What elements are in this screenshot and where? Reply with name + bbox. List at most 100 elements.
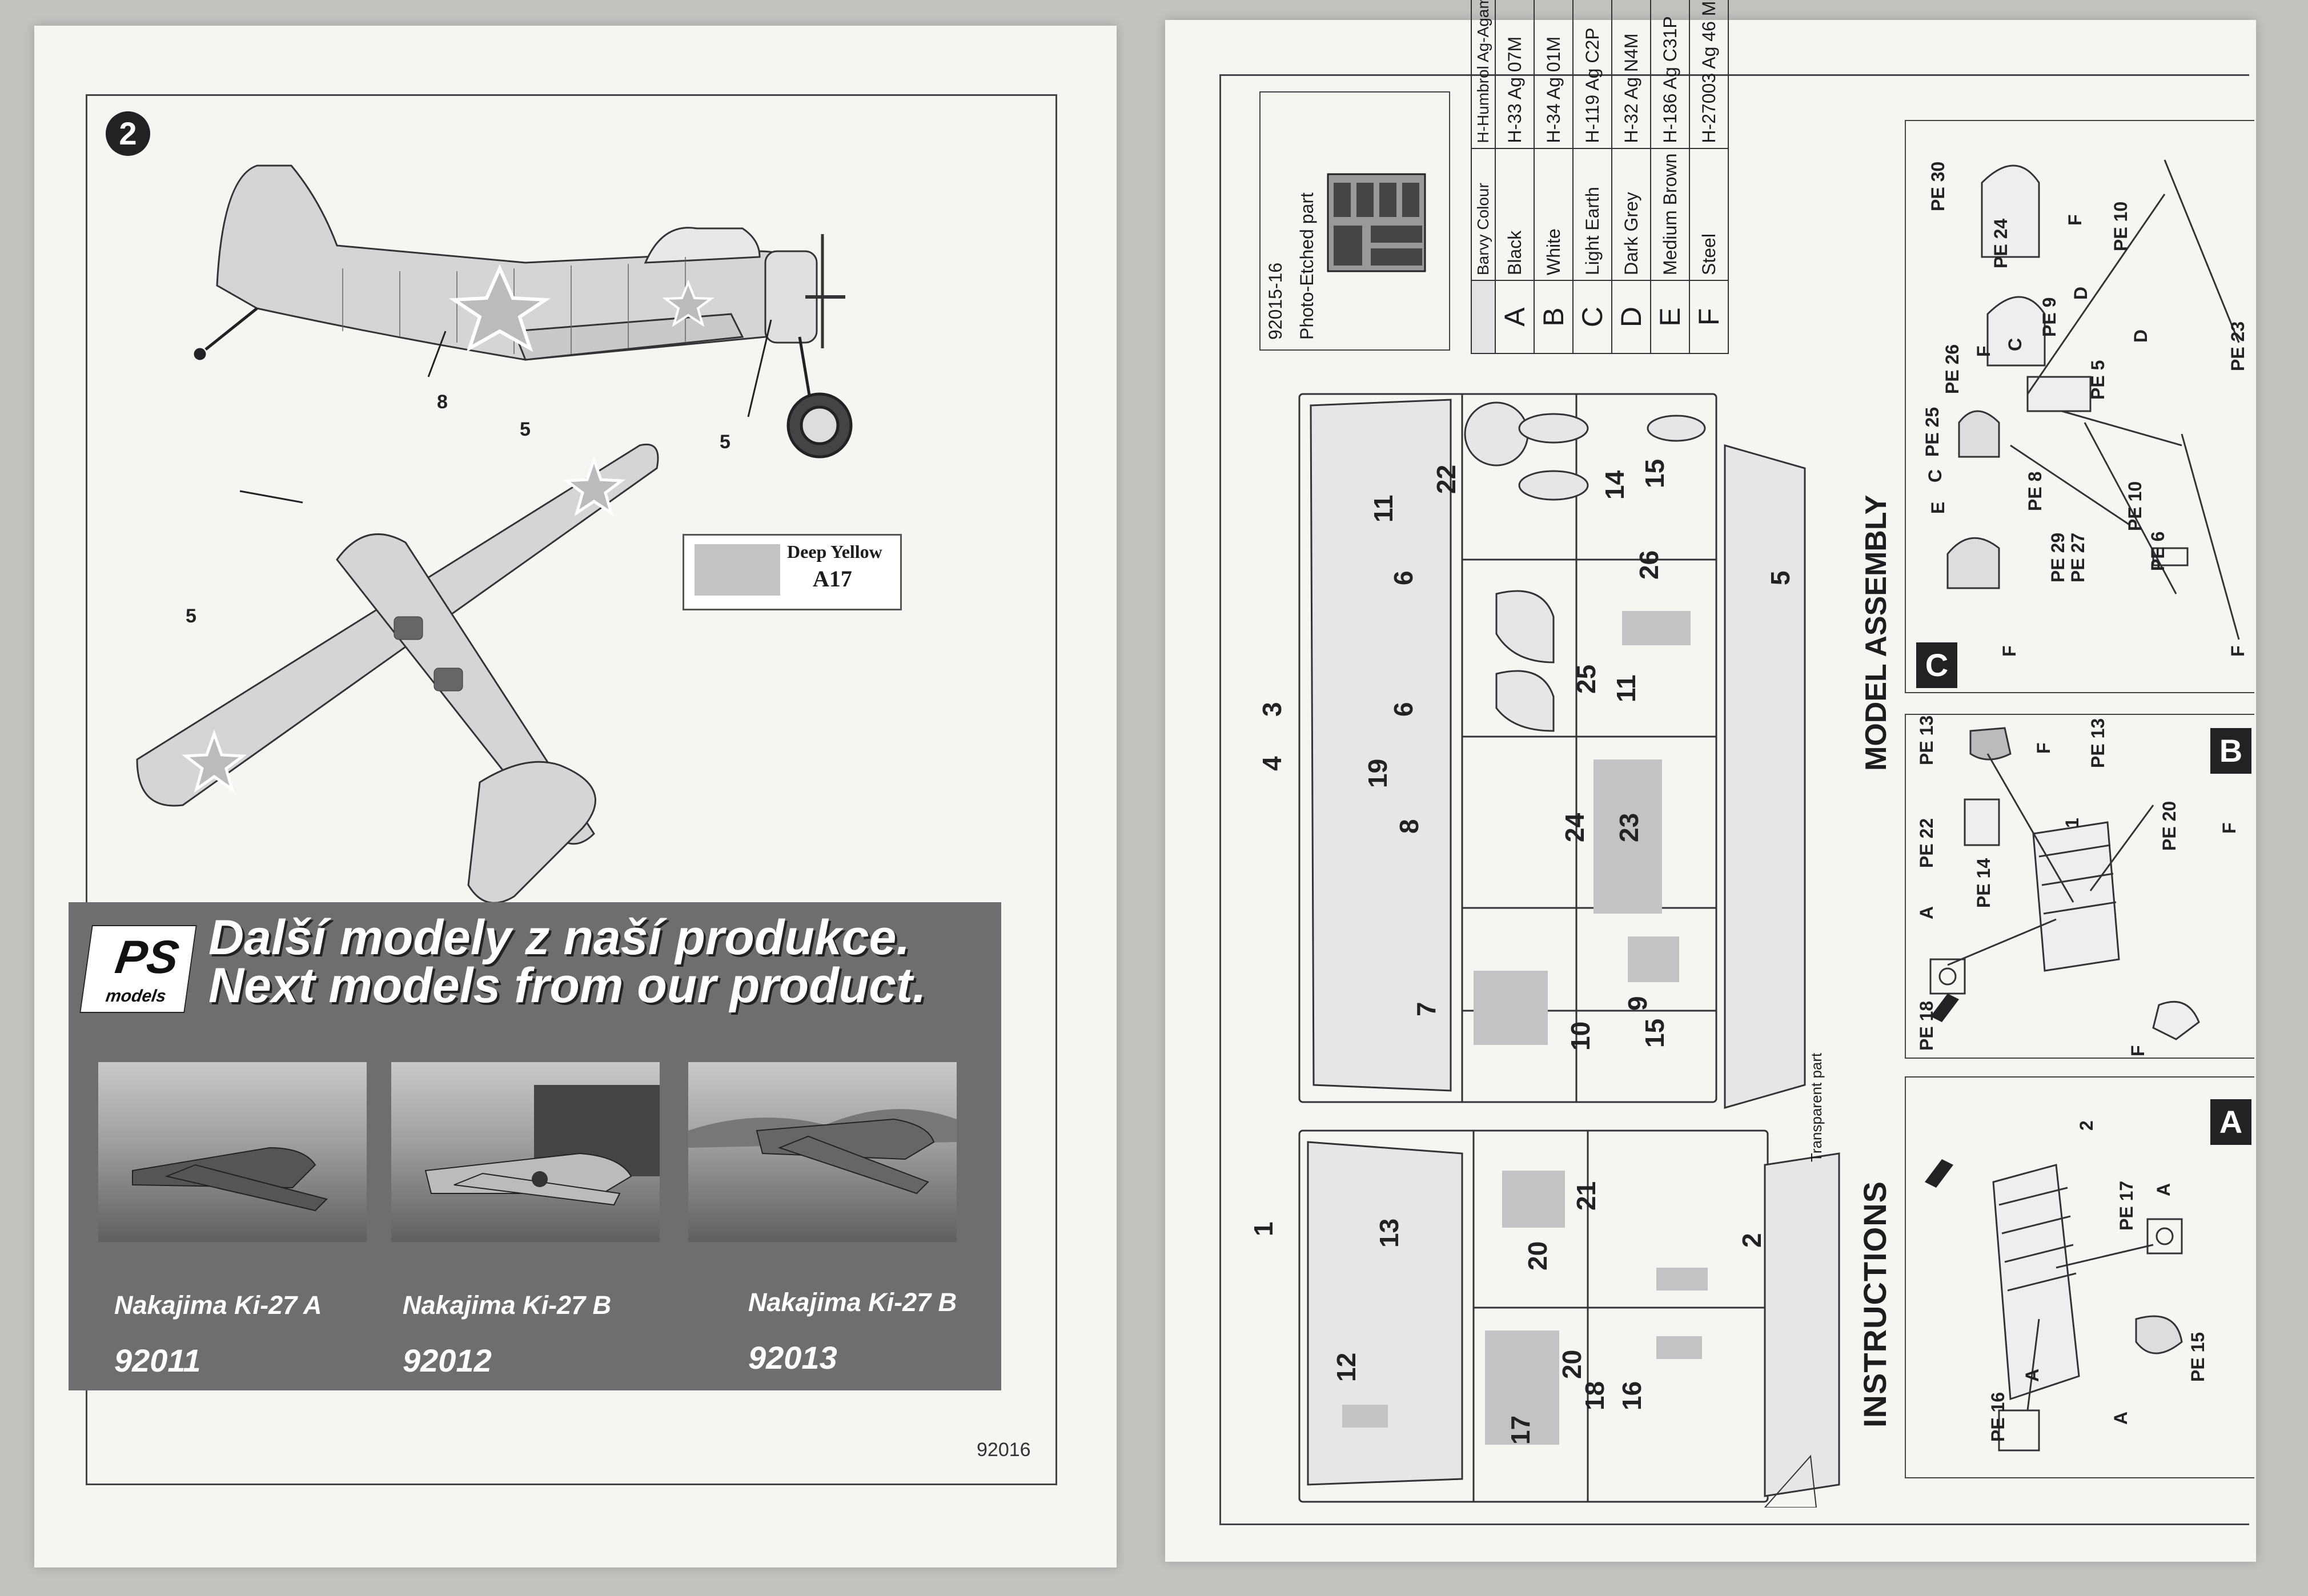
sprue-diagram (1298, 393, 1840, 1507)
paint-codes-f: H-27003 Ag 46 Me (1689, 0, 1728, 148)
step-b-color-f: F (2128, 1045, 2148, 1056)
part-2: 2 (1737, 1233, 1767, 1248)
pe-18-color: A (1916, 906, 1937, 919)
pe-14-label: PE 14 (1973, 858, 1994, 908)
part-14: 14 (1600, 470, 1629, 500)
model-assembly-title: MODEL ASSEMBLY (1860, 495, 1893, 771)
callout-5-side: 5 (720, 431, 730, 453)
part-21: 21 (1571, 1181, 1601, 1211)
product-caption-3: Nakajima Ki-27 B (748, 1288, 957, 1317)
step-b-frame (1905, 714, 2254, 1059)
part-17: 17 (1506, 1415, 1535, 1445)
pe-30-label: PE 30 (1928, 161, 1948, 211)
part-22: 22 (1431, 464, 1461, 494)
pe-22-label: PE 22 (1916, 818, 1937, 868)
pe-13-label-a: PE 13 (1916, 715, 1937, 765)
part-3: 3 (1257, 702, 1287, 717)
step-c-frame (1905, 120, 2254, 693)
part-24: 24 (1560, 813, 1589, 842)
step-c-color-f-b: F (2227, 645, 2248, 657)
section-b-badge: B (2210, 728, 2251, 774)
part-6b: 6 (1388, 702, 1418, 717)
paint-codes-b: H-34 Ag 01M (1534, 0, 1573, 148)
part-1: 1 (1249, 1221, 1278, 1236)
part-4: 4 (1257, 756, 1287, 771)
aircraft-side-view (194, 164, 853, 459)
pe-23-label: PE 23 (2227, 321, 2248, 371)
pe-label: Photo-Etched part (1297, 192, 1317, 340)
ad-title-cz: Další modely z naší produkce. (208, 910, 910, 965)
left-page-frame (86, 94, 1057, 1485)
paint-colour-b: White (1534, 148, 1573, 280)
part-20a: 20 (1523, 1241, 1552, 1271)
part-9: 9 (1623, 996, 1652, 1011)
paint-colour-d: Dark Grey (1612, 148, 1651, 280)
step-a-frame (1905, 1076, 2254, 1478)
paint-name: Deep Yellow (787, 541, 882, 562)
part-15a: 15 (1640, 459, 1669, 488)
pe-10-label-b: PE 10 (2125, 481, 2145, 531)
part-5: 5 (1765, 570, 1795, 585)
step-c-color-f-a: F (1999, 645, 2020, 657)
pe-25-label: PE 25 (1922, 407, 1942, 457)
section-c-badge: C (1916, 642, 1957, 688)
pe-9-color-d: D (2070, 286, 2091, 300)
ad-title: Další modely z naší produkce. Next model… (208, 910, 926, 1013)
pe-17-color: A (2153, 1183, 2174, 1196)
aircraft-underside-view (136, 444, 659, 904)
paint-letter-a: A (1495, 280, 1534, 353)
step-number-badge: 2 (106, 111, 150, 156)
pe-10-label-a: PE 10 (2110, 201, 2131, 251)
pe-26-label: PE 26 (1942, 344, 1962, 394)
part-26: 26 (1634, 550, 1664, 580)
part-7: 7 (1411, 1002, 1441, 1016)
step-a-part-2: 2 (2076, 1120, 2097, 1131)
paint-colour-a: Black (1495, 148, 1534, 280)
product-caption-2: Nakajima Ki-27 B (403, 1291, 612, 1320)
paint-codes-c: H-119 Ag C2P (1573, 0, 1612, 148)
pe-fret-drawing (1327, 173, 1426, 272)
pe-15-label: PE 15 (2187, 1332, 2208, 1382)
transparent-part-label: Transparent part (1808, 1052, 1825, 1162)
product-code-3: 92013 (748, 1340, 837, 1376)
pe-5-color: D (2130, 329, 2151, 343)
product-caption-1: Nakajima Ki-27 A (114, 1291, 322, 1320)
part-12: 12 (1331, 1352, 1361, 1382)
ad-title-en: Next models from our product. (208, 958, 926, 1013)
next-models-ad: PS models Další modely z naší produkce. … (69, 902, 1001, 1390)
paint-letter-f: F (1689, 280, 1728, 353)
pe-5-label: PE 5 (2088, 360, 2108, 400)
pe-8-label: PE 8 (2025, 471, 2045, 511)
step-b-drawing (1929, 727, 2200, 1040)
part-16: 16 (1617, 1381, 1647, 1410)
pe-16-color: A (2022, 1368, 2042, 1382)
part-20b: 20 (1557, 1349, 1587, 1379)
pe-27-label: PE 27 (2068, 532, 2088, 582)
part-11b: 11 (1611, 674, 1641, 702)
paint-codes-d: H-32 Ag N4M (1612, 0, 1651, 148)
section-a-badge: A (2210, 1099, 2251, 1145)
pe-15-color: A (2110, 1411, 2131, 1425)
paint-swatch (695, 544, 780, 596)
paint-letter-e: E (1651, 280, 1689, 353)
right-page-frame (1219, 74, 2249, 1525)
callout-5-lower-wing: 5 (186, 605, 196, 627)
pe-16-label: PE 16 (1988, 1392, 2008, 1442)
part-13: 13 (1374, 1218, 1404, 1248)
product-code-1: 92011 (114, 1342, 201, 1378)
pe-26-color: F (1973, 345, 1994, 357)
pe-18-label: PE 18 (1916, 1000, 1937, 1051)
pe-9-color: C (2005, 337, 2025, 351)
paint-letter-d: D (1612, 280, 1651, 353)
step-a-drawing (1925, 1159, 2183, 1452)
ps-models-logo: PS models (79, 925, 197, 1013)
pe-8-color: E (1928, 501, 1948, 514)
part-11a: 11 (1368, 495, 1398, 522)
pe-25-color: C (1925, 469, 1945, 483)
pe-20-color: F (2219, 822, 2239, 834)
pe-13-color: F (2033, 742, 2054, 754)
part-19: 19 (1363, 758, 1392, 788)
paint-codes-a: H-33 Ag 07M (1495, 0, 1534, 148)
callout-5-wing: 5 (520, 419, 531, 440)
pe-6-label: PE 6 (2148, 531, 2168, 571)
